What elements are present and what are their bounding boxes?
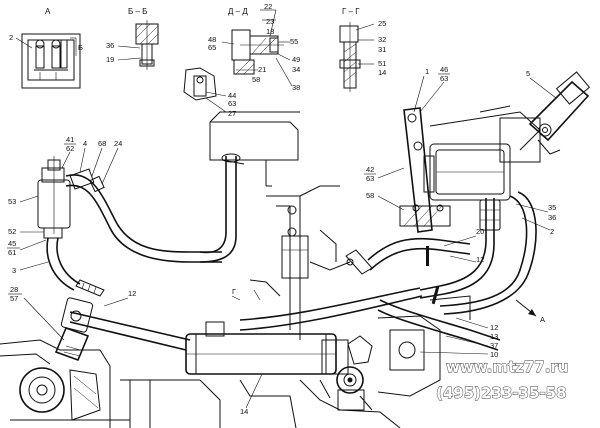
callout-44: 44 [228, 91, 236, 100]
callout-5: 5 [526, 69, 530, 78]
callout-36: 36 [106, 41, 114, 50]
callout-10: 10 [490, 350, 498, 359]
callout-2b: 2 [550, 227, 554, 236]
section-label-bb: Б – Б [128, 7, 147, 16]
callout-61: 61 [8, 248, 16, 257]
callout-12a: 12 [476, 255, 484, 264]
callout-45: 45 [8, 239, 16, 248]
callout-63b: 63 [440, 74, 448, 83]
callout-42: 42 [366, 165, 374, 174]
steering-unit: 1 46 63 5 42 63 58 35 36 2 [364, 65, 591, 315]
callout-18: 18 [266, 27, 274, 36]
callout-37: 37 [490, 341, 498, 350]
callout-55: 55 [290, 37, 298, 46]
watermark-site: www.mtz77.ru [446, 358, 569, 376]
view-dd: Д – Д 22 23 18 48 65 55 21 58 49 34 38 4… [183, 2, 300, 118]
callout-12c: 12 [490, 323, 498, 332]
section-label-gg: Г – Г [342, 7, 360, 16]
power-cylinder: 14 [185, 321, 373, 416]
callout-28: 28 [10, 285, 18, 294]
callout-12b: 12 [128, 289, 136, 298]
callout-49: 49 [292, 55, 300, 64]
callout-25: 25 [378, 19, 386, 28]
callout-63a: 63 [228, 99, 236, 108]
callout-19: 19 [106, 55, 114, 64]
callout-21: 21 [258, 65, 266, 74]
pipe-bracket [199, 111, 300, 263]
view-a: А 2 Б [9, 7, 83, 89]
callout-34: 34 [292, 65, 300, 74]
watermark: www.mtz77.ru (495)233-35-58 [436, 358, 569, 403]
callout-65: 65 [208, 43, 216, 52]
callout-4: 4 [83, 139, 87, 148]
callout-48: 48 [208, 35, 216, 44]
callout-14b: 14 [240, 407, 248, 416]
callout-14a: 14 [378, 68, 386, 77]
callout-46: 46 [440, 65, 448, 74]
watermark-phone: (495)233-35-58 [436, 384, 567, 402]
callout-63c: 63 [366, 174, 374, 183]
callout-3: 3 [12, 266, 16, 275]
callout-27: 27 [228, 109, 236, 118]
callout-36b: 36 [548, 213, 556, 222]
callout-51: 51 [378, 59, 386, 68]
section-label-dd: Д – Д [228, 7, 248, 16]
callout-22: 22 [264, 2, 272, 11]
callout-32: 32 [378, 35, 386, 44]
callout-53: 53 [8, 197, 16, 206]
callout-38: 38 [292, 83, 300, 92]
callout-31: 31 [378, 45, 386, 54]
callout-2a: 2 [9, 33, 13, 42]
lower-right-frame [299, 295, 471, 428]
callout-62: 62 [66, 144, 74, 153]
callout-58b: 58 [366, 191, 374, 200]
callout-35: 35 [548, 203, 556, 212]
callout-23: 23 [266, 17, 274, 26]
view-bb: Б – Б 36 19 [106, 7, 159, 70]
callout-68: 68 [98, 139, 106, 148]
section-mark-b: Б [78, 43, 83, 52]
callout-57: 57 [10, 294, 18, 303]
callout-52: 52 [8, 227, 16, 236]
tie-rod-assembly: 28 57 12 [0, 285, 297, 428]
callout-1: 1 [425, 67, 429, 76]
section-label-a: А [45, 7, 51, 16]
section-mark-a: А [540, 315, 545, 324]
callout-13: 13 [490, 332, 498, 341]
section-mark-g: Г [232, 287, 236, 296]
callout-58a: 58 [252, 75, 260, 84]
callout-20: 20 [476, 227, 484, 236]
callout-24: 24 [114, 139, 122, 148]
view-gg: Г – Г 25 32 31 51 14 [339, 7, 386, 92]
central-frame: Г [231, 185, 351, 340]
left-assembly: 41 62 4 68 24 53 52 45 61 3 [7, 135, 222, 297]
callout-41: 41 [66, 135, 74, 144]
